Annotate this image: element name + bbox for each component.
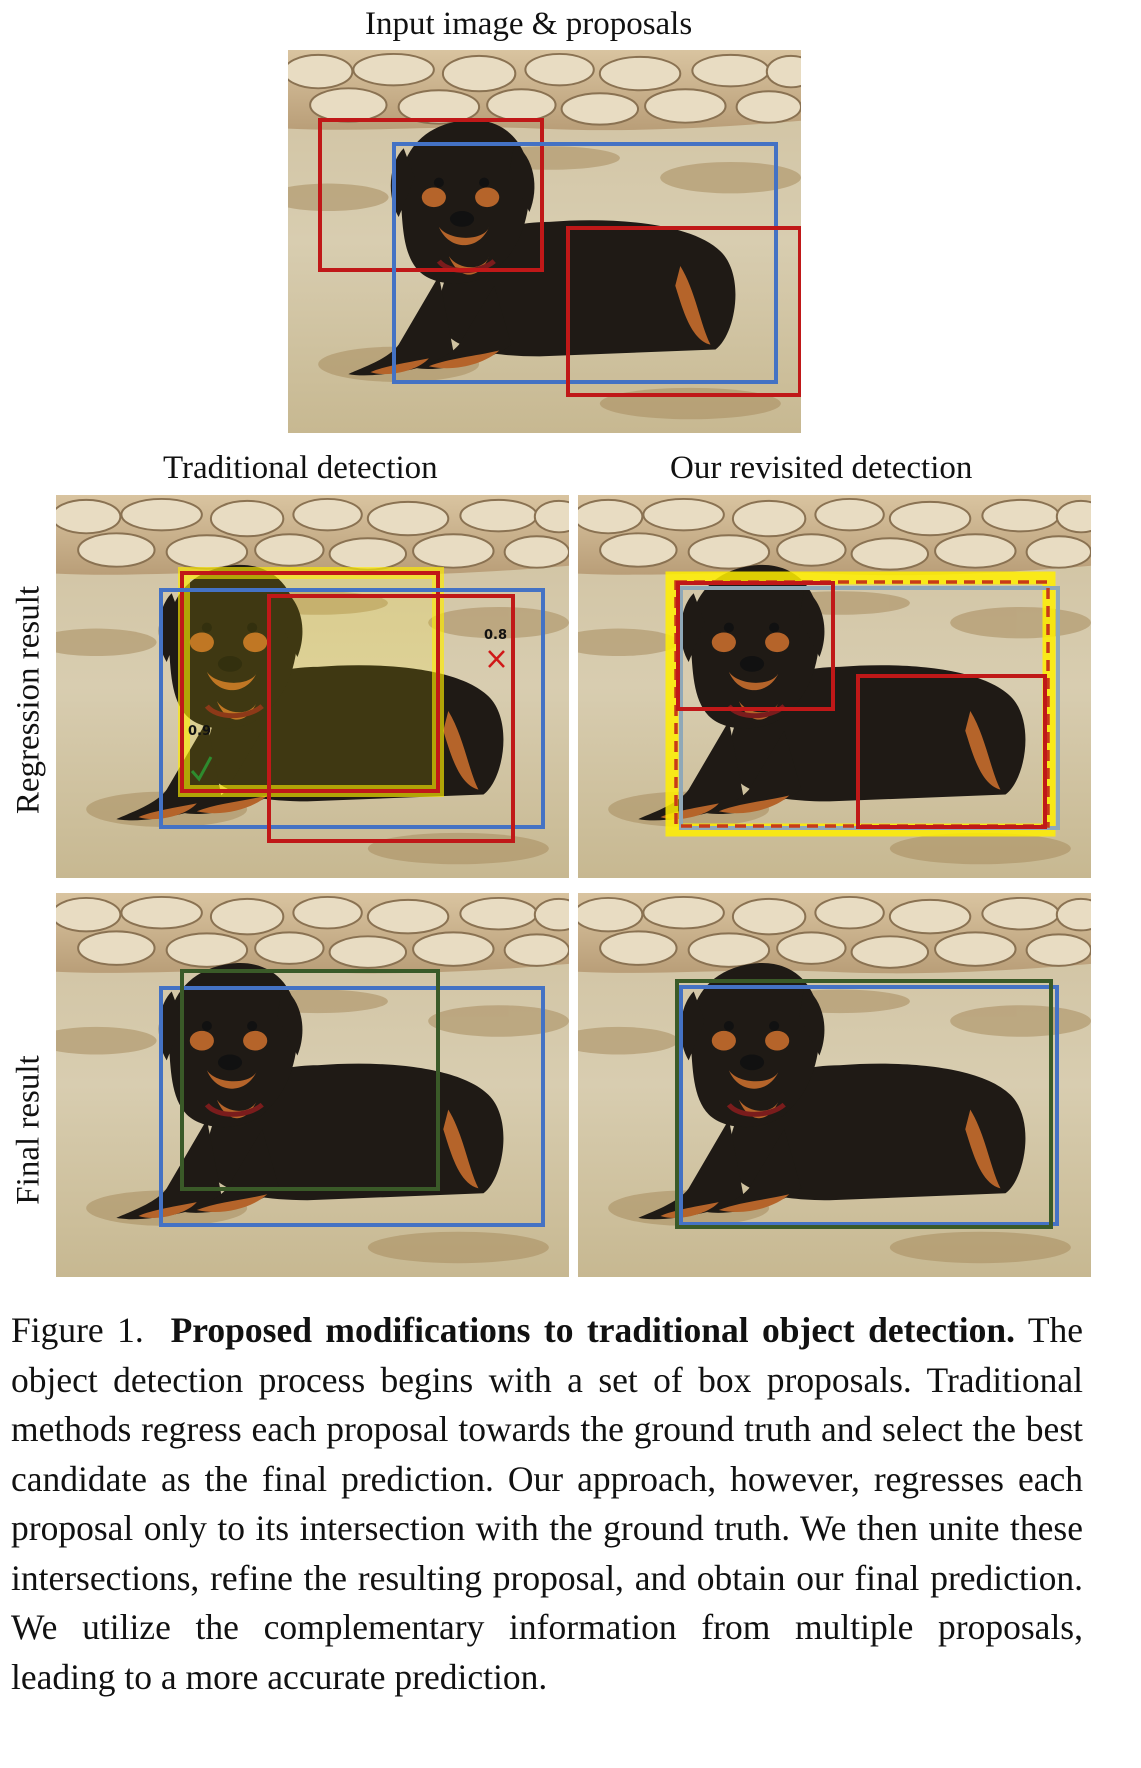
caption-body: The object detection process begins with… xyxy=(11,1310,1084,1697)
intersection-box-1 xyxy=(676,581,835,711)
box-overlay xyxy=(159,567,545,843)
row-label-final: Final result xyxy=(10,1055,47,1205)
ground-truth-box xyxy=(679,985,1059,1226)
ground-truth-box xyxy=(392,142,778,384)
column-heading-traditional: Traditional detection xyxy=(163,450,438,486)
panel-traditional-regression: 0.9 0.8 xyxy=(56,495,569,878)
ground-truth-box xyxy=(159,588,545,829)
figure-caption: Figure 1. Proposed modifications to trad… xyxy=(11,1306,1083,1702)
column-heading-revisited: Our revisited detection xyxy=(670,450,973,486)
box-overlay xyxy=(665,571,1060,837)
prediction-box xyxy=(180,969,440,1191)
highlight-box xyxy=(178,567,444,797)
union-box xyxy=(674,580,1050,828)
cross-mark-icon xyxy=(488,650,505,668)
score-label-0.8: 0.8 xyxy=(484,628,508,643)
intersection-box-2 xyxy=(856,674,1047,829)
box-overlay xyxy=(159,969,545,1227)
dog-photo xyxy=(578,893,1091,1277)
dog-photo xyxy=(56,893,569,1277)
panel-revisited-regression xyxy=(578,495,1091,878)
proposal-box-1 xyxy=(318,118,544,272)
top-heading: Input image & proposals xyxy=(365,6,693,42)
dog-photo xyxy=(578,495,1091,878)
row-label-regression: Regression result xyxy=(10,585,47,815)
panel-traditional-final xyxy=(56,893,569,1277)
panel-revisited-final xyxy=(578,893,1091,1277)
score-label-0.9: 0.9 xyxy=(188,724,212,739)
box-overlay xyxy=(318,118,801,397)
proposal-box-2 xyxy=(566,226,801,397)
check-mark-icon xyxy=(190,756,213,782)
caption-title: Proposed modifications to traditional ob… xyxy=(170,1310,1016,1350)
ground-truth-box xyxy=(159,986,545,1227)
caption-label: Figure 1. xyxy=(11,1310,144,1350)
regressed-proposal-2 xyxy=(267,594,515,843)
regressed-proposal-1 xyxy=(180,571,440,793)
prediction-box xyxy=(675,979,1053,1229)
dog-photo xyxy=(288,50,801,433)
highlight-box xyxy=(665,571,1056,837)
panel-input-image xyxy=(288,50,801,433)
box-overlay xyxy=(675,979,1059,1229)
